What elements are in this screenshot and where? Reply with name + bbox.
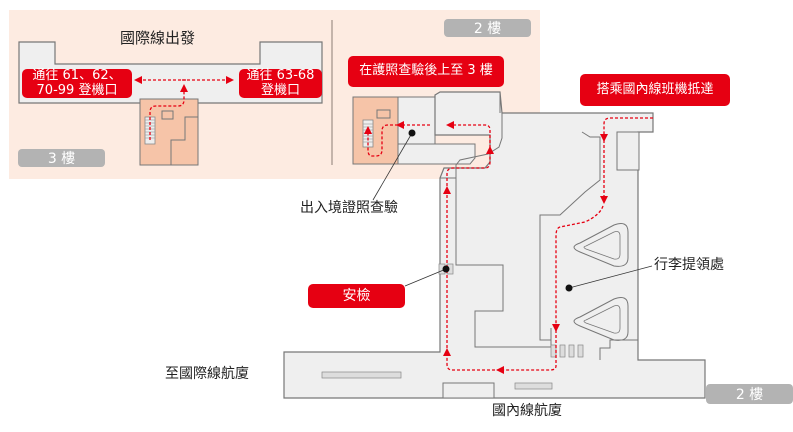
gate-left-line2: 70-99 登機口 (36, 82, 118, 98)
to-international-terminal-label: 至國際線航廈 (165, 366, 249, 382)
immigration-leader (372, 132, 413, 201)
gate-left-line1: 通往 61、62、 (32, 67, 122, 83)
international-departure-title: 國際線出發 (120, 29, 196, 47)
gate-right-line2: 登機口 (260, 82, 300, 98)
domestic-terminal-label: 國內線航廈 (492, 403, 562, 419)
domestic-arrival-label: 搭乘國內線班機抵達 (580, 74, 730, 106)
baggage-claim-label: 行李提領處 (654, 257, 724, 273)
baggage-dot (565, 284, 573, 292)
security-leader (404, 268, 447, 287)
walkway-long (321, 371, 402, 379)
gate-right-line1: 通往 63-68 (246, 67, 315, 83)
floor3-route (149, 84, 188, 140)
floor-2-badge-bottom: 2 樓 (706, 384, 793, 404)
floor-3-badge: 3 樓 (18, 149, 105, 167)
immigration-dot (408, 129, 416, 137)
walkway-short (514, 382, 553, 390)
after-passport-label: 在護照查驗後上至 3 樓 (348, 56, 504, 87)
gate-right-label: 通往 63-68 登機口 (239, 67, 322, 98)
floor2-stair-room (352, 96, 399, 165)
entrance-door (442, 382, 495, 399)
baggage-carousel-2 (573, 297, 629, 341)
gate-left-label: 通往 61、62、 70-99 登機口 (22, 67, 132, 98)
security-dot (442, 265, 450, 273)
floor3-stair-room (139, 98, 199, 166)
baggage-carousel-1 (573, 223, 629, 267)
baggage-leader (568, 265, 653, 289)
immigration-label: 出入境證照查驗 (300, 200, 398, 216)
security-label: 安檢 (308, 284, 405, 308)
arrival-route (364, 117, 653, 374)
floor-2-badge-top: 2 樓 (444, 19, 531, 37)
customs-booths (550, 344, 584, 358)
